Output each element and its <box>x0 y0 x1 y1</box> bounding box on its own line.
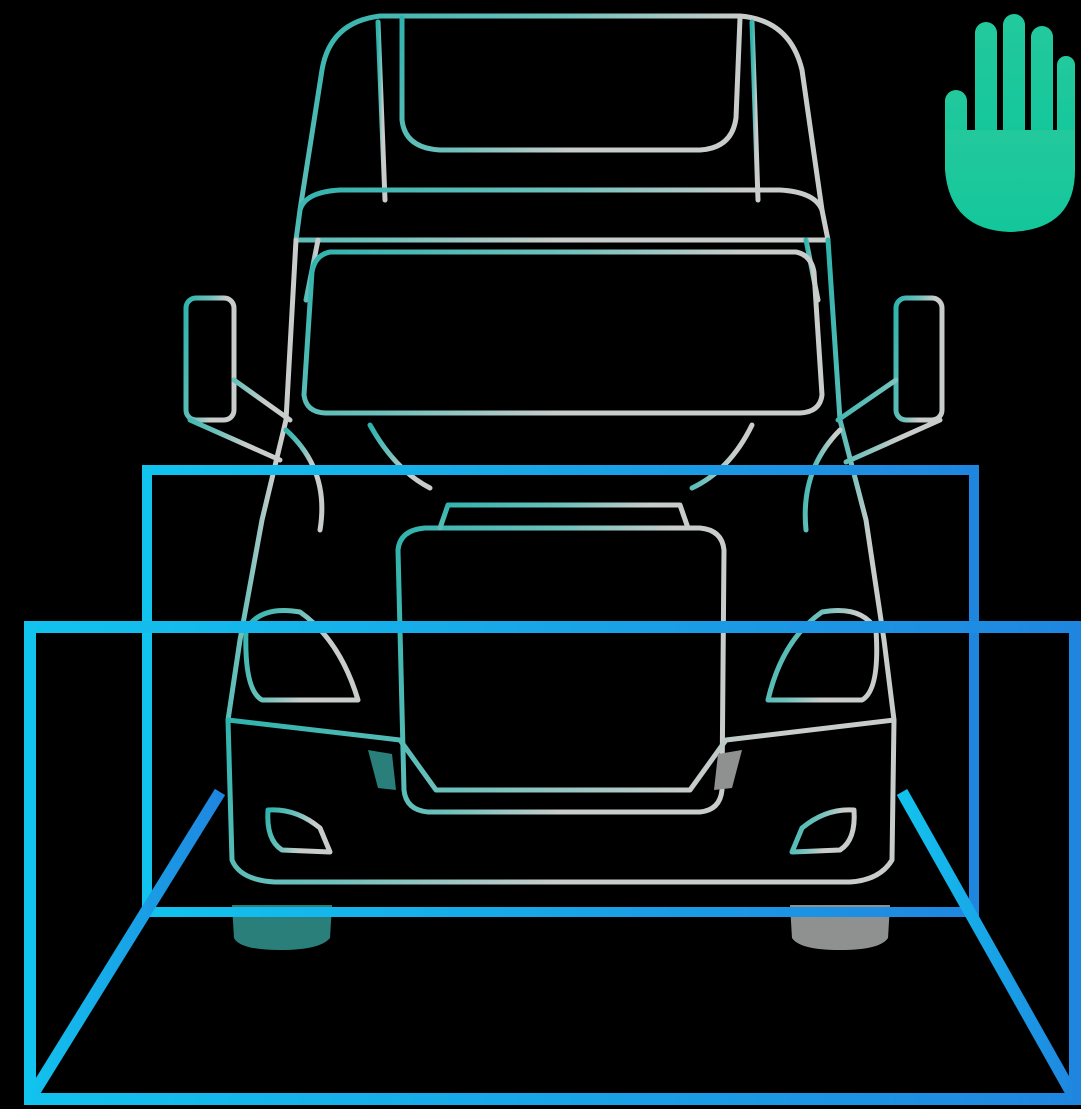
grille-surround <box>398 528 724 812</box>
hood-crease-right <box>805 430 840 530</box>
intake-left <box>368 750 396 790</box>
hand-finger-middle <box>1003 14 1025 140</box>
cab-side-right <box>828 240 894 720</box>
front-box-edge-left <box>30 792 220 1099</box>
hood-crease-left <box>286 430 322 530</box>
hand-palm <box>945 130 1075 232</box>
windshield <box>304 252 822 413</box>
intake-right <box>714 750 742 790</box>
truck-outline <box>186 16 942 882</box>
hood-right-line <box>692 425 752 488</box>
roof-rib-right <box>752 22 758 200</box>
cab-side-left <box>228 240 296 720</box>
grille-top <box>440 505 688 528</box>
hand-finger-index <box>975 22 997 140</box>
roof-inner-panel <box>402 18 740 150</box>
stop-hand-icon <box>945 14 1075 232</box>
hand-finger-ring <box>1031 26 1053 140</box>
mirror-left <box>186 298 234 420</box>
front-box-edge-right <box>902 792 1075 1099</box>
fog-light-left <box>268 810 330 852</box>
hood-left-line <box>370 425 430 488</box>
roof-rib-left <box>378 22 385 200</box>
mirror-right <box>896 298 942 420</box>
fog-light-right <box>792 810 854 852</box>
